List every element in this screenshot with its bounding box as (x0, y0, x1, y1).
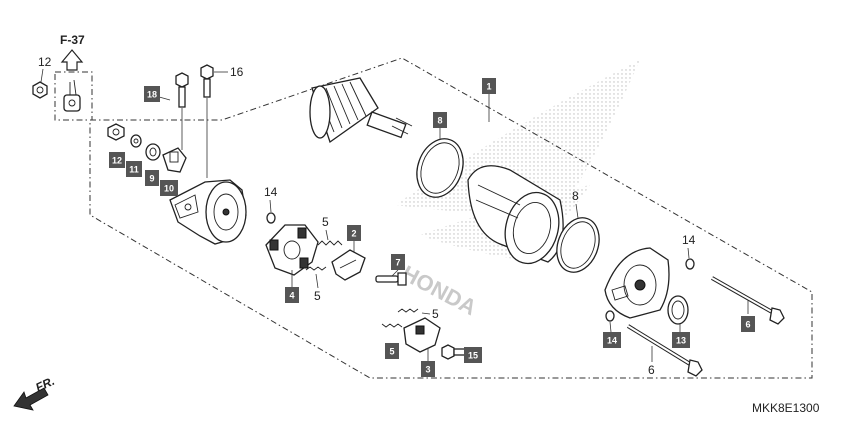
up-arrow-icon (60, 49, 84, 71)
svg-text:5: 5 (389, 347, 394, 357)
brush-clip-2 (331, 249, 366, 281)
o-ring-8-upper (416, 138, 464, 198)
long-bolt-6-lower (626, 324, 703, 377)
terminal-10 (162, 147, 187, 173)
callout-box-1: 1 (482, 78, 496, 94)
front-direction-arrow-icon (13, 387, 49, 411)
callout-14-right: 14 (682, 233, 696, 247)
svg-text:4: 4 (289, 291, 294, 301)
callout-box-11: 11 (126, 161, 142, 177)
callout-box-8: 8 (433, 112, 447, 128)
svg-text:12: 12 (112, 156, 122, 166)
watermark-text: HONDA (398, 260, 481, 320)
svg-text:9: 9 (149, 174, 154, 184)
svg-text:1: 1 (486, 82, 491, 92)
callout-box-12: 12 (109, 152, 125, 168)
screw-7 (375, 272, 407, 286)
long-bolt-6-upper (711, 276, 785, 325)
svg-text:3: 3 (425, 365, 430, 375)
svg-text:2: 2 (351, 229, 356, 239)
callout-14-left: 14 (264, 185, 278, 199)
callout-6-lower: 6 (648, 363, 655, 377)
callout-5-c: 5 (432, 307, 439, 321)
callout-8-right: 8 (572, 189, 579, 203)
nut-12-lower (107, 123, 125, 141)
callout-box-10: 10 (160, 180, 178, 196)
brush-holder-4 (265, 224, 319, 276)
callout-5-b: 5 (314, 289, 321, 303)
callout-16: 16 (230, 65, 244, 79)
callout-box-7: 7 (391, 254, 405, 270)
o-ring-14-lower (605, 310, 615, 322)
spring-5-d (381, 323, 403, 328)
direction-label: FR. (33, 374, 56, 395)
insulator-9 (145, 143, 161, 161)
washer-13 (667, 295, 689, 325)
motor-yoke (467, 165, 564, 265)
rear-housing (169, 179, 247, 245)
callout-box-9: 9 (145, 170, 159, 186)
spring-5-c (397, 308, 419, 313)
callout-5-a: 5 (322, 215, 329, 229)
svg-text:8: 8 (437, 116, 442, 126)
bolt-18 (175, 72, 189, 108)
terminal-connector (63, 79, 81, 112)
svg-text:18: 18 (147, 90, 157, 100)
washer-11 (130, 134, 142, 148)
svg-text:15: 15 (468, 351, 478, 361)
svg-text:6: 6 (745, 320, 750, 330)
armature (309, 77, 413, 144)
svg-text:11: 11 (129, 165, 139, 175)
nut-12 (32, 81, 48, 99)
spring-5-a (317, 240, 343, 246)
assembly-frame (89, 57, 813, 379)
svg-text:13: 13 (676, 336, 686, 346)
callout-box-2: 2 (347, 225, 361, 241)
callout-box-3: 3 (421, 361, 435, 377)
bolt-16 (200, 64, 214, 98)
svg-text:7: 7 (395, 258, 400, 268)
svg-text:14: 14 (607, 336, 617, 346)
callout-box-18: 18 (144, 86, 160, 102)
reference-label: F-37 (60, 33, 85, 47)
diagram-code: MKK8E1300 (752, 401, 820, 415)
connector-subframe (54, 71, 93, 121)
callout-box-15: 15 (464, 347, 482, 363)
callout-box-4: 4 (285, 287, 299, 303)
svg-text:10: 10 (164, 184, 174, 194)
o-ring-14-left (266, 212, 276, 224)
callout-box-14: 14 (603, 332, 621, 348)
front-cover (604, 247, 670, 319)
callout-box-13: 13 (672, 332, 690, 348)
spring-5-b (305, 266, 327, 271)
screw-15 (441, 344, 467, 360)
callout-box-6: 6 (741, 316, 755, 332)
callout-12-top: 12 (38, 55, 52, 69)
brush-plate-3 (403, 317, 441, 353)
o-ring-14-right (685, 258, 695, 270)
callout-box-5: 5 (385, 343, 399, 359)
